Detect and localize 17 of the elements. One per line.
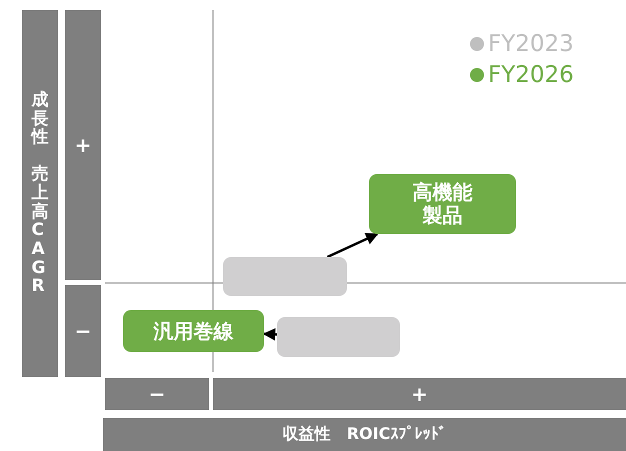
axis-sign: + (411, 382, 428, 406)
category-label: 高機能製品 (412, 181, 474, 227)
axis-title: 売上高CAGR (32, 165, 48, 296)
axis-sign: + (74, 133, 92, 157)
axis-title: 収益性 ROICｽﾌﾟﾚｯﾄﾞ (282, 424, 446, 445)
category-box (123, 310, 264, 352)
legend-label: FY2026 (488, 62, 574, 88)
arrow (326, 232, 378, 258)
category-box (369, 174, 516, 234)
axis-sign: − (148, 382, 166, 406)
position-box (277, 317, 400, 357)
axis-title: 成長性 (32, 91, 48, 148)
arrow (262, 328, 278, 341)
category-label: 汎用巻線 (154, 320, 234, 342)
position-box (223, 257, 347, 296)
legend-label: FY2023 (488, 31, 574, 57)
axis-sign: − (74, 319, 92, 343)
